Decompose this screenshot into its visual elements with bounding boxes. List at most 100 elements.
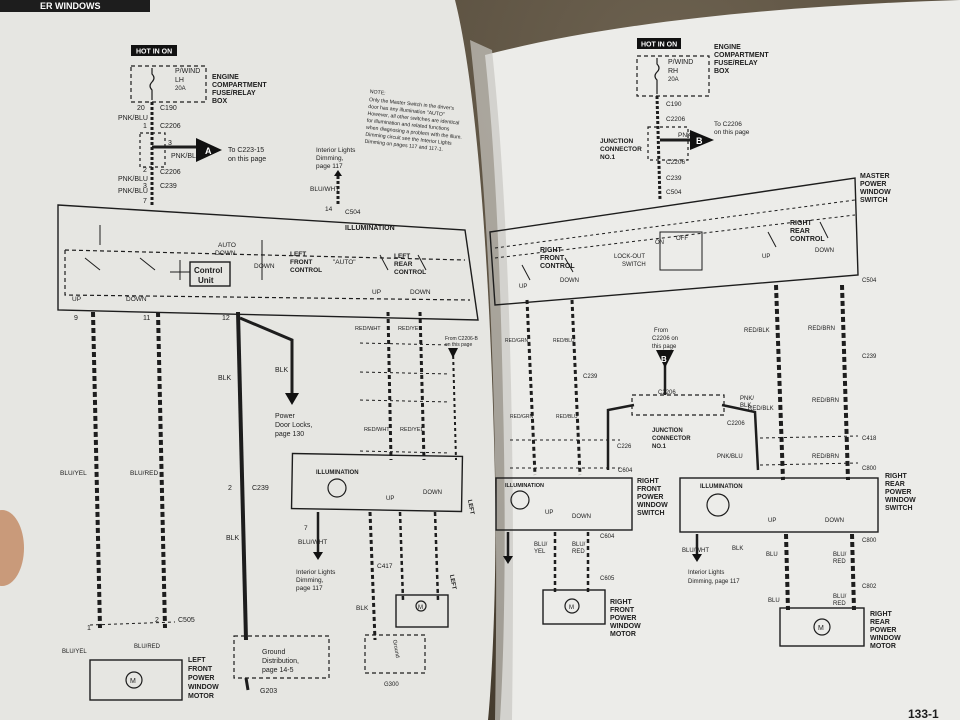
r-junction-b-3: NO.1 bbox=[652, 444, 667, 450]
power-door-locks-1: Power bbox=[275, 413, 296, 420]
down-label-4: DOWN bbox=[423, 490, 442, 496]
r-fuse-box-1: ENGINE bbox=[714, 44, 741, 51]
r-junction-2: CONNECTOR bbox=[600, 146, 642, 153]
r-conn-c2206-a: C2206 bbox=[666, 116, 686, 123]
wire-blu-wht-top: BLU/WHT bbox=[310, 186, 339, 193]
ground-dist-3: page 14-5 bbox=[262, 667, 294, 674]
r-wire-red-grn: RED/GRN bbox=[505, 338, 528, 344]
ground-dist-2: Distribution, bbox=[262, 658, 299, 665]
control-unit-1: Control bbox=[194, 266, 222, 275]
r-up-1: UP bbox=[762, 254, 770, 260]
r-rf-switch-3: POWER bbox=[637, 494, 663, 501]
lf-motor-4: WINDOW bbox=[188, 684, 219, 691]
r-pnk-blu: PNK/BLU bbox=[717, 454, 743, 460]
r-junction-3: NO.1 bbox=[600, 154, 616, 161]
r-conn-c504-b: C504 bbox=[862, 278, 877, 284]
r-wire-red-grn-2: RED/GRN bbox=[510, 414, 533, 420]
r-rr-switch-2: REAR bbox=[885, 481, 905, 488]
pin-12: 12 bbox=[222, 315, 230, 322]
r-up-3: UP bbox=[545, 510, 553, 516]
r-illumination-2: ILLUMINATION bbox=[700, 484, 743, 490]
wire-blu-yel-2: BLU/YEL bbox=[62, 649, 87, 655]
page-number: 133-1 bbox=[908, 707, 939, 720]
r-conn-c2206-d: C2206 bbox=[727, 421, 745, 427]
hot-in-on-label: HOT IN ON bbox=[136, 49, 172, 56]
r-rf-control-2: FRONT bbox=[540, 255, 565, 262]
r-down-1: DOWN bbox=[815, 248, 834, 254]
fuse-box-label-3: FUSE/RELAY bbox=[212, 90, 256, 97]
r-master-3: WINDOW bbox=[860, 189, 891, 196]
r-wire-red-brn-3: RED/BRN bbox=[812, 454, 839, 460]
r-conn-c226: C226 bbox=[617, 444, 632, 450]
note-line-1: NOTE: bbox=[369, 89, 385, 97]
pin-20: 20 bbox=[137, 105, 145, 112]
illumination-label: ILLUMINATION bbox=[345, 225, 395, 232]
wire-blk-4: BLK bbox=[356, 605, 369, 612]
wire-pnk-blu-2: PNK/BLU bbox=[171, 153, 201, 160]
r-rf-motor-2: FRONT bbox=[610, 607, 635, 614]
conn-c239: C239 bbox=[160, 183, 177, 190]
r-rr-switch-4: WINDOW bbox=[885, 497, 916, 504]
pin-15a: . bbox=[372, 325, 374, 332]
wire-pnk-blu-3: PNK/BLU bbox=[118, 176, 148, 183]
pin-9: 9 bbox=[74, 315, 78, 322]
lf-motor-3: POWER bbox=[188, 675, 214, 682]
pin-1: 1 bbox=[143, 123, 147, 130]
interior-lights-top-1: Interior Lights bbox=[316, 147, 356, 154]
r-up-4: UP bbox=[768, 518, 776, 524]
r-conn-c2206-b: C2206 bbox=[666, 159, 686, 166]
wire-blu-red-2: BLU/RED bbox=[134, 644, 161, 650]
motor-symbol-lr: M bbox=[418, 605, 423, 611]
r-junction-b-2: CONNECTOR bbox=[652, 436, 691, 442]
conn-c417: C417 bbox=[377, 563, 393, 570]
r-conn-c239-b: C239 bbox=[862, 354, 877, 360]
up-label-2: UP bbox=[372, 289, 381, 296]
r-interior-1: Interior Lights bbox=[688, 570, 724, 576]
r-fuse-name: P/WIND bbox=[668, 59, 693, 66]
down-label-3: DOWN bbox=[410, 289, 431, 296]
r-conn-c800: C800 bbox=[862, 466, 877, 472]
wire-red-yel-1: RED/YEL bbox=[398, 326, 422, 332]
r-motor-symbol-rr: M bbox=[818, 625, 824, 632]
lf-motor-2: FRONT bbox=[188, 666, 213, 673]
left-header: ER WINDOWS bbox=[40, 1, 101, 11]
r-rr-control-1: RIGHT bbox=[790, 220, 813, 227]
r-conn-c802: C802 bbox=[862, 584, 877, 590]
ground-dist-2-label: Ground bbox=[391, 639, 400, 658]
r-conn-c605: C605 bbox=[600, 576, 615, 582]
left-rear-control-2: REAR bbox=[394, 261, 413, 268]
interior-lights-bottom-2: Dimming, bbox=[296, 577, 324, 584]
r-fuse-rating: 20A bbox=[668, 77, 679, 83]
wire-blu-wht-lower: BLU/WHT bbox=[298, 539, 327, 546]
r-wire-blu-red-1: BLU/ bbox=[833, 552, 847, 558]
lf-motor-1: LEFT bbox=[188, 657, 206, 664]
r-pnk-blk-1: PNK/ bbox=[740, 396, 754, 402]
auto-down-2: DOWN bbox=[215, 250, 236, 257]
r-up-2: UP bbox=[519, 284, 527, 290]
r-fuse-box-4: BOX bbox=[714, 68, 730, 75]
wire-blk-3: BLK bbox=[226, 535, 240, 542]
r-wire-blu-wht: BLU/WHT bbox=[682, 548, 709, 554]
fuse-box-label-4: BOX bbox=[212, 98, 228, 105]
r-rr-control-2: REAR bbox=[790, 228, 810, 235]
r-conn-c239-c: C239 bbox=[583, 374, 598, 380]
r-motor-symbol-rf: M bbox=[569, 605, 574, 611]
r-rf-switch-5: SWITCH bbox=[637, 510, 665, 517]
r-wire-blu-red-4: RED bbox=[833, 601, 846, 607]
conn-c239-b: C239 bbox=[252, 485, 269, 492]
conn-c2206-a: C2206 bbox=[160, 123, 181, 130]
r-from-2: C2206 on bbox=[652, 336, 678, 342]
r-wire-blu-red-3: BLU/ bbox=[833, 594, 847, 600]
r-down-2: DOWN bbox=[560, 278, 579, 284]
motor-symbol-lf: M bbox=[130, 678, 136, 685]
r-master-2: POWER bbox=[860, 181, 886, 188]
wire-blk-2: BLK bbox=[275, 367, 289, 374]
r-illumination-1: ILLUMINATION bbox=[505, 483, 544, 489]
r-wire-red-blu-2: RED/BLU bbox=[556, 414, 578, 420]
r-arrow-b-2: B bbox=[661, 355, 667, 364]
to-c223-1: To C223-15 bbox=[228, 147, 264, 154]
r-rf-switch-2: FRONT bbox=[637, 486, 662, 493]
conn-g203: G203 bbox=[260, 688, 277, 695]
